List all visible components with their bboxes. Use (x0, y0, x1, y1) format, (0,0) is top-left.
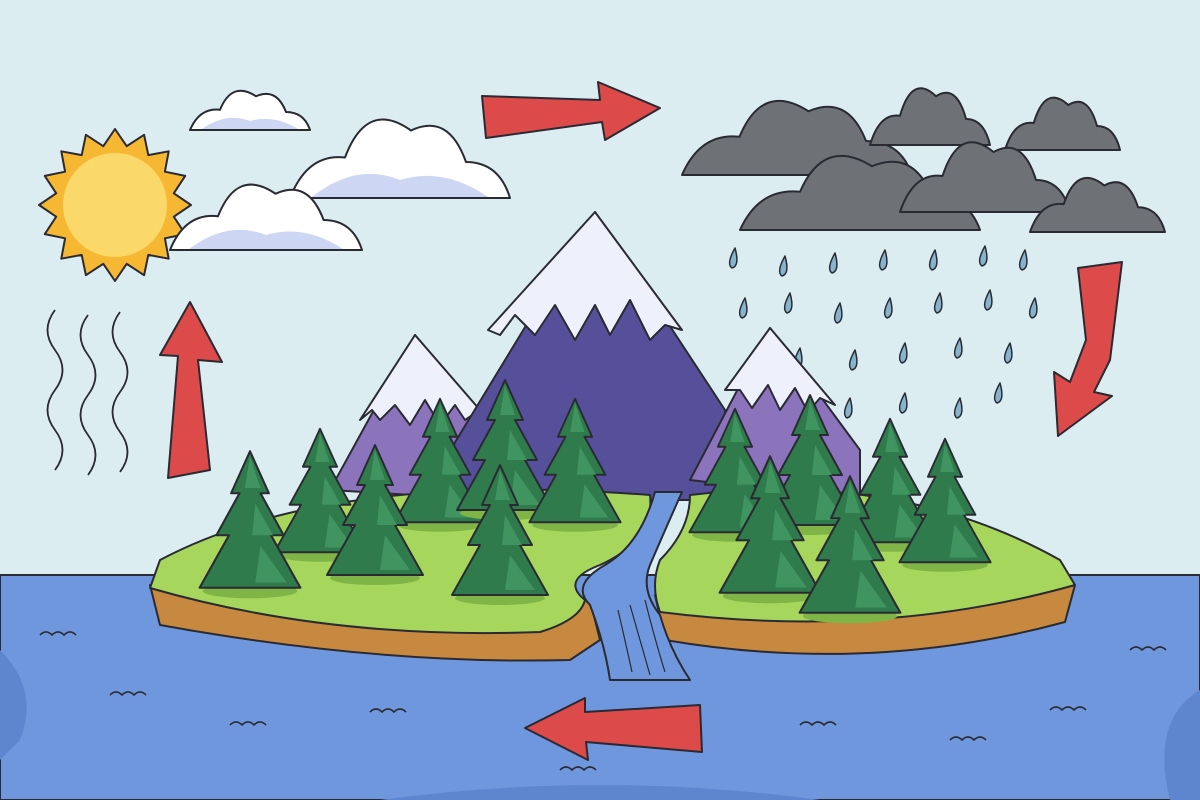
sea-waves (39, 631, 1167, 771)
raindrop-icon (783, 292, 793, 314)
cloud-body (869, 87, 991, 146)
raindrop-icon (928, 249, 938, 271)
tree-highlight (885, 423, 924, 538)
arrow-icon-collection (524, 697, 703, 761)
wave (1049, 706, 1087, 711)
cloud-body (1004, 96, 1121, 151)
cloud-body (899, 141, 1071, 213)
tree-icon (451, 464, 549, 605)
raindrop-icon (1028, 297, 1038, 319)
tree-icon (273, 427, 367, 562)
cloud-icon (289, 118, 511, 199)
raindrop-icon (833, 302, 843, 324)
river-flow-lines (617, 599, 666, 676)
storm-cloud-icon (1029, 176, 1166, 233)
storm-cloud-icon (1004, 96, 1121, 151)
storm-clouds (681, 87, 1166, 233)
heat-wave-icon (46, 309, 129, 476)
raindrop-icon (738, 297, 748, 319)
raindrop-icon (728, 247, 738, 269)
tree-highlight (805, 400, 845, 520)
raindrop-icon (1018, 249, 1028, 271)
raindrop-icon (983, 289, 993, 311)
tree-icon (393, 397, 487, 532)
cloud-shade (202, 117, 298, 129)
tree-icon (718, 455, 822, 604)
rain (728, 245, 1038, 419)
raindrop-icon (878, 249, 888, 271)
storm-cloud-icon (869, 87, 991, 146)
white-clouds (169, 89, 511, 251)
raindrop-icon (898, 342, 908, 364)
wave (39, 631, 77, 636)
tree-highlight (940, 443, 979, 558)
raindrop-icon (1003, 342, 1013, 364)
raindrop-icon (848, 349, 858, 371)
cloud-shade (312, 173, 488, 197)
raindrop-icon (993, 382, 1003, 404)
tree-foliage (451, 464, 549, 596)
cloud-icon (169, 183, 363, 251)
tree-highlight (500, 385, 540, 505)
tree-highlight (570, 403, 609, 518)
raindrop-icon (828, 252, 838, 274)
cloud-icon (189, 89, 311, 131)
raindrop-icon (978, 245, 988, 267)
tree-icon (798, 475, 902, 624)
raindrop-icon (883, 297, 893, 319)
cloud-shade (189, 229, 343, 249)
tree-foliage (718, 455, 822, 594)
tree-highlight (244, 456, 287, 583)
tree-highlight (764, 461, 807, 588)
river (581, 491, 691, 681)
arrow-icon-precipitation (1053, 261, 1123, 437)
raindrop-icon (953, 397, 963, 419)
tree-foliage (198, 450, 302, 589)
tree-foliage (843, 417, 937, 544)
tree-highlight (730, 413, 769, 528)
tree-icon (326, 444, 424, 585)
tree-highlight (315, 433, 354, 548)
tree-highlight (495, 470, 535, 590)
wave (949, 736, 987, 741)
wave (799, 721, 837, 726)
arrow-icon-evaporation (159, 301, 223, 479)
raindrop-icon (933, 292, 943, 314)
tree-highlight (844, 481, 887, 608)
raindrop-icon (843, 397, 853, 419)
wave (559, 766, 597, 771)
tree-foliage (273, 427, 367, 554)
tree-foliage (528, 397, 622, 524)
wave (369, 708, 407, 713)
wave (109, 691, 147, 696)
raindrop-icon (778, 255, 788, 277)
arrow-icon-condensation (481, 81, 661, 141)
tree-icon (898, 437, 992, 572)
wave (229, 721, 267, 726)
tree-highlight (435, 403, 474, 518)
tree-foliage (898, 437, 992, 564)
raindrop-icon (898, 392, 908, 414)
tree-icon (198, 450, 302, 599)
cloud-body (1029, 176, 1166, 233)
tree-highlight (370, 450, 410, 570)
raindrop-icon (953, 337, 963, 359)
forest (198, 379, 992, 624)
wave (1129, 646, 1167, 651)
tree-icon (528, 397, 622, 532)
storm-cloud-icon (899, 141, 1071, 213)
tree-foliage (326, 444, 424, 576)
sun-icon (38, 128, 192, 282)
tree-foliage (798, 475, 902, 614)
tree-foliage (393, 397, 487, 524)
